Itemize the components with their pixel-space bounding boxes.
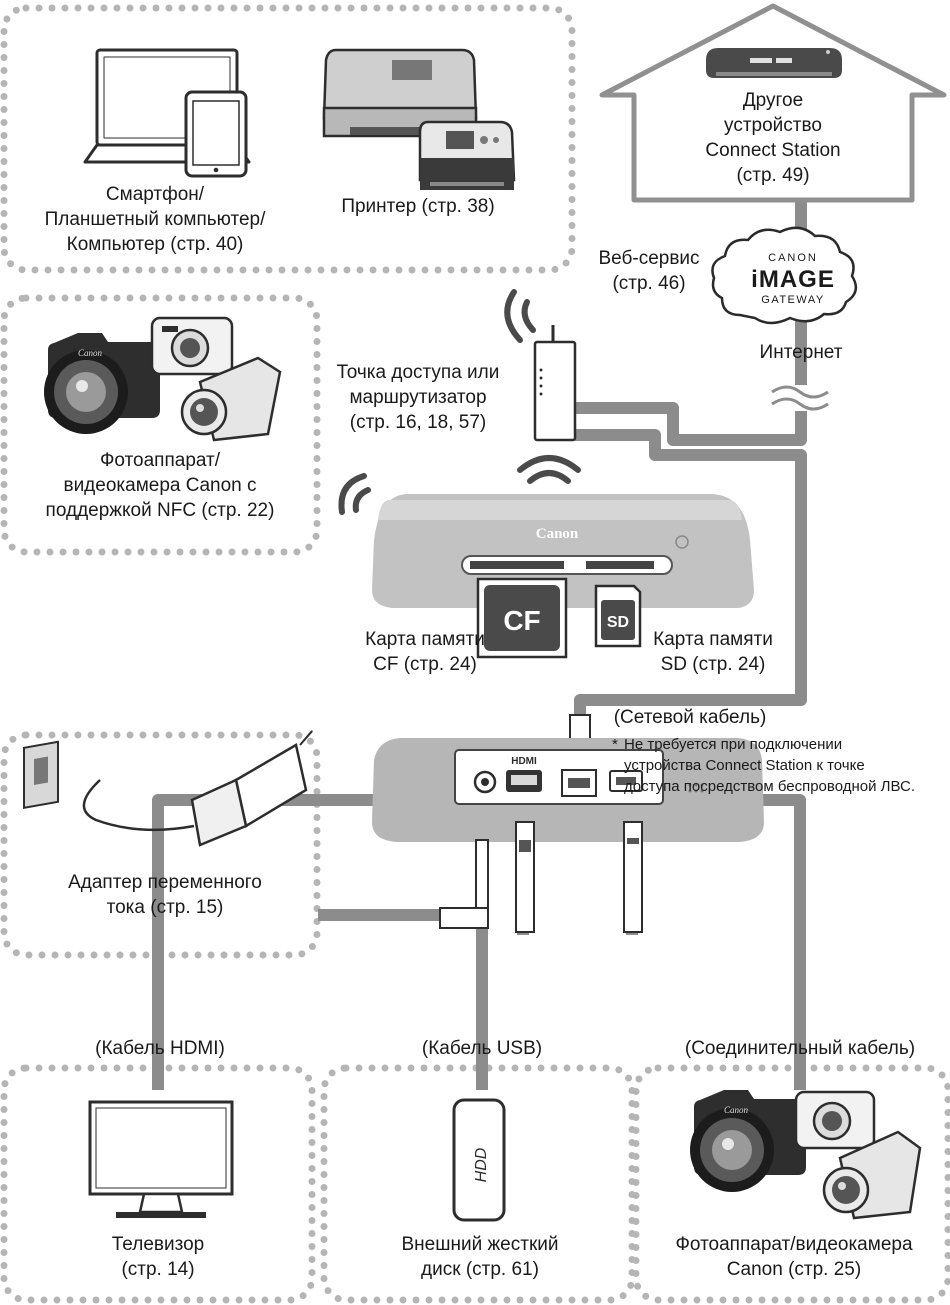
cloud-canon-text: CANON (768, 252, 818, 264)
house-label-line: Другое (742, 90, 804, 111)
hdd-label: Внешний жесткий диск (стр. 61) (370, 1232, 590, 1282)
wall-outlet-icon (23, 740, 59, 809)
bottom-compact-camera-icon (794, 1090, 876, 1150)
cf-card-icon: CF (476, 577, 568, 659)
camcorder-icon (180, 356, 282, 442)
access-point-label-line: (стр. 16, 18, 57) (349, 412, 487, 433)
nfc-camera-label: Фотоаппарат/ видеокамера Canon с поддерж… (10, 448, 310, 523)
image-gateway-cloud (711, 226, 858, 325)
nfc-camera-label-line: Фотоаппарат/ (99, 450, 221, 471)
access-point-label-line: Точка доступа или (336, 362, 500, 383)
printer-icon (322, 48, 478, 138)
ac-adapter-label-line: Адаптер переменного (68, 872, 262, 893)
usb-cable-label: (Кабель USB) (421, 1038, 543, 1059)
wifi-signal-icon-nfc (338, 473, 371, 515)
bottom-camera-label: Фотоаппарат/видеокамера Canon (стр. 25) (654, 1232, 934, 1282)
cf-card-label-line: Карта памяти (365, 629, 485, 650)
web-service-label-line: Веб-сервис (598, 248, 700, 269)
smartphone-label: Смартфон/ Планшетный компьютер/ Компьюте… (20, 182, 290, 257)
lan-cable (574, 429, 807, 720)
connect-station-small-icon (706, 48, 842, 78)
ac-adapter-label-line: тока (стр. 15) (106, 897, 224, 918)
house-label: Другое устройство Connect Station (стр. … (688, 88, 858, 188)
hdd-label-line: диск (стр. 61) (421, 1259, 539, 1280)
sd-card-label: Карта памяти SD (стр. 24) (640, 627, 786, 677)
bottom-camera-brand-text: Canon (724, 1105, 749, 1115)
cloud-gateway-text: GATEWAY (761, 294, 825, 306)
group-box-smart-devices (0, 4, 576, 274)
house-label-line: устройство (724, 115, 822, 136)
access-point-label-line: маршрутизатор (349, 387, 487, 408)
network-cable-note-line: устройства Connect Station к точке (624, 757, 865, 774)
group-box-cameras (632, 1064, 950, 1304)
nfc-camera-label-line: видеокамера Canon с (63, 475, 257, 496)
cf-card-label-line: CF (стр. 24) (373, 654, 477, 675)
smartphone-label-line: Компьютер (стр. 40) (66, 234, 244, 255)
bottom-dslr-camera-icon: Canon (690, 1090, 806, 1192)
tv-label-line: (стр. 14) (121, 1259, 195, 1280)
bottom-camcorder-icon (822, 1130, 922, 1220)
ac-adapter-icon (82, 730, 313, 847)
router-icon (533, 325, 577, 442)
hdmi-port-label: HDMI (511, 756, 537, 767)
network-cable-note-star: * (612, 736, 618, 753)
printer-label-line: Принтер (стр. 38) (341, 196, 495, 217)
house-outline (599, 3, 947, 203)
ac-adapter-label: Адаптер переменного тока (стр. 15) (20, 870, 310, 920)
station-vent-icon (688, 783, 704, 793)
station-brand-text: Canon (536, 526, 579, 542)
internet-break-icon (770, 385, 830, 411)
sd-card-text: SD (607, 614, 629, 631)
wifi-signal-icon-router (504, 289, 536, 343)
tv-icon (88, 1100, 234, 1218)
bottom-camera-label-line: Фотоаппарат/видеокамера (675, 1234, 913, 1255)
internet-label: Интернет (759, 342, 843, 363)
network-cable-note-line: Не требуется при подключении (624, 736, 843, 753)
tv-label: Телевизор (стр. 14) (58, 1232, 258, 1282)
connect-cable-label: (Соединительный кабель) (684, 1038, 916, 1059)
hdd-label-line: Внешний жесткий (401, 1234, 559, 1255)
sd-card-label-line: Карта памяти (653, 629, 773, 650)
access-point-label: Точка доступа или маршрутизатор (стр. 16… (318, 360, 518, 435)
house-label-line: (стр. 49) (736, 165, 810, 186)
cf-card-text: CF (503, 605, 540, 636)
sd-card-label-line: SD (стр. 24) (660, 654, 766, 675)
dslr-camera-icon: Canon (44, 333, 160, 434)
tablet-icon (184, 90, 248, 178)
tv-label-line: Телевизор (111, 1234, 205, 1255)
network-cable-note-line: доступа посредством беспроводной ЛВС. (624, 778, 915, 795)
dc-plug-icon (439, 839, 489, 929)
compact-photo-printer-icon (418, 120, 516, 190)
printer-label: Принтер (стр. 38) (318, 194, 518, 219)
hdmi-plug-icon (515, 821, 535, 933)
smartphone-label-line: Смартфон/ (105, 184, 205, 205)
connect-station-back-icon: HDMI (372, 738, 764, 842)
internet-cable-lower (575, 320, 807, 446)
web-service-label: Веб-сервис (стр. 46) (584, 246, 714, 296)
cloud-image-text: iMAGE (751, 266, 835, 293)
wifi-signal-icon-station (517, 455, 581, 484)
cf-card-label: Карта памяти CF (стр. 24) (360, 627, 490, 677)
sd-card-icon: SD (594, 584, 642, 648)
nfc-camera-label-line: поддержкой NFC (стр. 22) (45, 500, 275, 521)
network-cable-label: (Сетевой кабель) (613, 707, 767, 728)
bottom-camera-label-line: Canon (стр. 25) (726, 1259, 862, 1280)
usb-plug-icon (623, 821, 643, 933)
house-label-line: Connect Station (705, 140, 841, 161)
connect-station-top-icon: Canon (372, 494, 754, 608)
compact-camera-icon (150, 316, 234, 376)
hdd-icon: HDD (452, 1098, 506, 1222)
web-service-label-line: (стр. 46) (612, 273, 686, 294)
hdmi-cable-label: (Кабель HDMI) (95, 1038, 225, 1059)
smartphone-label-line: Планшетный компьютер/ (44, 209, 266, 230)
hdd-text: HDD (473, 1147, 490, 1182)
camera-brand-text: Canon (78, 348, 103, 358)
network-cable-note: Не требуется при подключении устройства … (624, 734, 915, 797)
